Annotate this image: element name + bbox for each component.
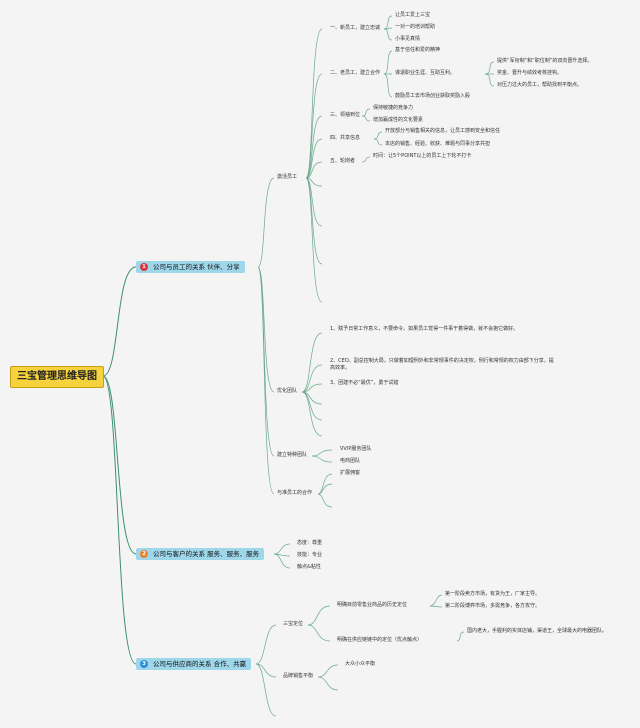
topic-leader[interactable]: 三、领袖到位 xyxy=(330,112,361,118)
topic-share-info[interactable]: 四、共享信息 xyxy=(330,135,361,141)
leaf-old-sub-2[interactable]: 奖金、晋升与绩效考核挂钩。 xyxy=(497,70,563,76)
branch-employee-title: 公司与员工的关系 伙伴、分享 xyxy=(153,263,240,271)
leaf-old-sub-1[interactable]: 提供“军衔制”和“职位制”的双向晋升选择。 xyxy=(497,58,593,64)
branch-supplier-relation[interactable]: 3 公司与供应商的关系 合作、共赢 xyxy=(136,658,252,670)
branch-customer-title: 公司与客户的关系 服务、服务、服务 xyxy=(153,550,260,558)
topic-optimize-team[interactable]: 优化团队 xyxy=(277,388,298,394)
topic-position-a[interactable]: 明确目前零售业商品的历史定位 xyxy=(337,602,408,608)
leaf-customer-3[interactable]: 触点&粘性 xyxy=(297,564,321,570)
leaf-special-2[interactable]: 电商团队 xyxy=(340,458,361,464)
priority-3-icon: 3 xyxy=(140,660,148,668)
branch-customer-relation[interactable]: 2 公司与客户的关系 服务、服务、服务 xyxy=(136,548,265,560)
branch-employee-relation[interactable]: 1 公司与员工的关系 伙伴、分享 xyxy=(136,261,245,273)
leaf-optimize-1[interactable]: 1、赋予日常工作意义，不要命令。如果员工觉得一件事干着得做，就不会抱它做好。 xyxy=(330,326,519,332)
leaf-leader-2[interactable]: 增加赢成性的文化要素 xyxy=(373,117,424,123)
topic-rotation[interactable]: 五、轮岗者 xyxy=(330,158,356,164)
leaf-old-sub-3[interactable]: 对压力过大的员工，帮助找到平衡点。 xyxy=(497,82,583,88)
priority-1-icon: 1 xyxy=(140,263,148,271)
topic-position[interactable]: 三宝定位 xyxy=(283,621,304,627)
leaf-optimize-3[interactable]: 3、团建不必“最优”，勇于试错 xyxy=(330,380,399,386)
topic-position-b[interactable]: 明确在供应链链中的定位（优点触点） xyxy=(337,637,423,643)
leaf-position-b-1[interactable]: 国内老大，手握利的实体店铺，渠道王，全球最大的电器团队。 xyxy=(467,628,608,634)
leaf-old-2[interactable]: 谋退职业生涯、互助互利。 xyxy=(395,70,456,76)
branch-supplier-title: 公司与供应商的关系 合作、共赢 xyxy=(153,660,247,668)
leaf-new-2[interactable]: 一对一的培训帮助 xyxy=(395,24,436,30)
topic-incentive[interactable]: 激活员工 xyxy=(277,174,298,180)
leaf-share-1[interactable]: 开放部分与销售相关的信息，让员工感到安全和信任 xyxy=(385,128,501,134)
leaf-cooperate-1[interactable]: 扩展佣客 xyxy=(340,470,361,476)
leaf-share-2[interactable]: 本店的销售、经验、收获、难题与同事分享共担 xyxy=(385,141,491,147)
leaf-old-3[interactable]: 鼓励员工去市场创业获取奖励入股 xyxy=(395,93,471,99)
leaf-rotation-1[interactable]: 时间：让5个POINT以上的员工上下轮不打卡 xyxy=(373,153,472,159)
root-topic[interactable]: 三宝管理思维导图 xyxy=(10,366,104,388)
leaf-old-1[interactable]: 基于信任和爱的精神 xyxy=(395,47,441,53)
topic-brand[interactable]: 品牌销售平衡 xyxy=(283,673,314,679)
topic-cooperate[interactable]: 与准员工的合作 xyxy=(277,490,313,496)
leaf-brand-1[interactable]: 大众小众平衡 xyxy=(345,661,376,667)
topic-special-team[interactable]: 建立特种团队 xyxy=(277,452,308,458)
leaf-optimize-2[interactable]: 2、CEO、副总控制大局，只做着如理例外和非常规事件的决定权，例行和常规的权力由… xyxy=(330,358,554,371)
leaf-customer-1[interactable]: 态度：尊重 xyxy=(297,540,323,546)
leaf-new-3[interactable]: 小事见真情 xyxy=(395,36,421,42)
leaf-new-1[interactable]: 让员工爱上三宝 xyxy=(395,12,431,18)
topic-old-staff[interactable]: 二、老员工，建立合作 xyxy=(330,70,381,76)
leaf-special-1[interactable]: VVIP服务团队 xyxy=(340,446,372,452)
leaf-position-a-1[interactable]: 第一阶段卖方市场，有货为王，厂家主导。 xyxy=(445,591,541,597)
leaf-position-a-2[interactable]: 第二阶段博弈市场，多需竞争，各方攻守。 xyxy=(445,603,541,609)
topic-new-staff[interactable]: 一、新员工，建立忠诚 xyxy=(330,25,381,31)
leaf-leader-1[interactable]: 保持敏捷的竞争力 xyxy=(373,105,414,111)
priority-2-icon: 2 xyxy=(140,550,148,558)
leaf-customer-2[interactable]: 技能：专业 xyxy=(297,552,323,558)
